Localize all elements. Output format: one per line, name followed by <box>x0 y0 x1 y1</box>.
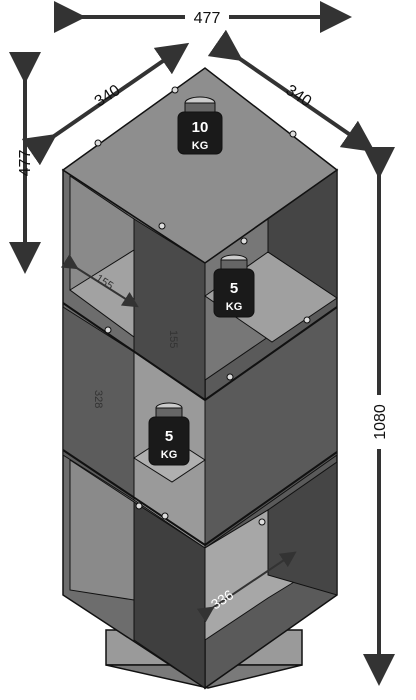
screw-6 <box>303 316 311 324</box>
weight-top-unit: KG <box>192 140 209 152</box>
dimension-lines: 477 340 340 477 1080 <box>9 1 395 686</box>
left-height-label: 477 <box>17 150 34 177</box>
inner-height-label-upper: 155 <box>167 330 179 348</box>
screw-5 <box>240 237 248 245</box>
screw-10 <box>161 512 169 520</box>
screw-9 <box>135 502 143 510</box>
screw-4 <box>158 222 166 230</box>
shelf-edge-2 <box>62 449 338 547</box>
weight-lower-value: 5 <box>165 428 173 445</box>
weight-middle: 5 KG <box>213 254 255 318</box>
left-depth-arrow <box>21 42 190 166</box>
top-face <box>61 67 339 264</box>
shelf-tower: 155 328 155 <box>60 67 339 690</box>
weight-middle-unit: KG <box>226 301 243 313</box>
inner-width-arrow <box>196 551 297 623</box>
inner-depth-arrow-a <box>60 253 139 308</box>
screw-3 <box>289 130 297 138</box>
screw-1 <box>94 139 102 147</box>
shelf-edge-1 <box>62 302 338 402</box>
weight-top: 10 KG <box>177 96 223 155</box>
top-width-label: 477 <box>194 10 221 27</box>
weight-top-value: 10 <box>192 119 209 136</box>
screw-8 <box>104 326 112 334</box>
weight-lower-unit: KG <box>161 449 178 461</box>
weight-middle-value: 5 <box>230 280 238 297</box>
screw-11 <box>258 518 266 526</box>
weight-lower: 5 KG <box>148 402 190 466</box>
screw-7 <box>226 373 234 381</box>
screw-2 <box>171 86 179 94</box>
divider-lower <box>133 501 206 689</box>
total-height-label: 1080 <box>372 404 389 440</box>
inner-height-label: 328 <box>92 390 104 408</box>
right-depth-arrow <box>207 29 376 153</box>
